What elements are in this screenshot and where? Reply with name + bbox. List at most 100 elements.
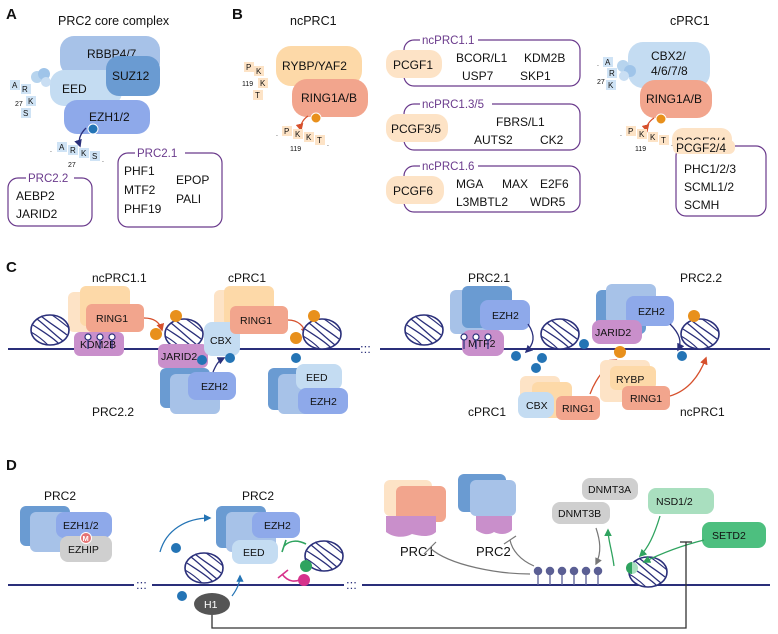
prc22-title: PRC2.2 — [28, 173, 68, 185]
svg-text:EZH1/2: EZH1/2 — [63, 520, 99, 532]
c-nucleosome-1 — [30, 314, 70, 346]
d-pink-mark — [298, 574, 310, 586]
cbx-label-line2: 4/6/7/8 — [651, 64, 688, 78]
svg-text:K: K — [295, 130, 301, 139]
svg-text:EED: EED — [306, 372, 328, 384]
prc21-mtf2: MTF2 — [124, 183, 156, 197]
svg-text:T: T — [317, 136, 322, 145]
c-nucleosome-4 — [404, 314, 444, 346]
prc21-phf19: PHF19 — [124, 202, 162, 216]
c-me-mark-8 — [531, 363, 541, 373]
svg-text:CBX: CBX — [526, 400, 548, 412]
ncprc135-title: ncPRC1.3/5 — [422, 99, 484, 111]
c-me-mark-2 — [225, 353, 235, 363]
svg-text:JARID2: JARID2 — [595, 327, 631, 339]
prc21-epop: EPOP — [176, 173, 209, 187]
svg-text:P: P — [628, 127, 633, 136]
pcgf35-label: PCGF3/5 — [391, 122, 441, 136]
svg-text:A: A — [605, 58, 611, 67]
d-me-mark-2 — [177, 591, 187, 601]
d-prc2-left-label: PRC2 — [44, 489, 76, 503]
cprc1-title: cPRC1 — [670, 14, 710, 28]
c-unmethylated-cpg-left — [84, 333, 116, 349]
svg-text:K: K — [256, 67, 262, 76]
panel-b: B ncPRC1 cPRC1 RYBP/YAF2 RING1A/B P K K … — [232, 6, 767, 217]
c-me-mark-3 — [291, 353, 301, 363]
svg-text:PCGF2/4: PCGF2/4 — [676, 141, 726, 155]
panel-c-label: C — [6, 259, 17, 276]
cbx-pocket-3 — [619, 71, 629, 81]
rybp-label: RYBP/YAF2 — [282, 59, 347, 73]
svg-text:.: . — [620, 131, 622, 138]
c-ub-arrow-1 — [143, 317, 165, 332]
phc-label: PHC1/2/3 — [684, 162, 736, 176]
svg-text:CBX: CBX — [210, 335, 232, 347]
h3k27me-mark — [87, 123, 99, 135]
d-h3k36-mark — [626, 562, 632, 574]
svg-text:K: K — [608, 81, 614, 90]
d-block-prc2 — [509, 539, 535, 567]
c-unmethylated-cpg-right — [460, 333, 492, 349]
suz12-label: SUZ12 — [112, 69, 150, 83]
ring1-left-label: RING1A/B — [301, 91, 357, 105]
c-nucleosome-6 — [680, 318, 720, 350]
d-prc2-label: PRC2 — [476, 544, 511, 559]
d-green-inhibit-arc — [283, 540, 307, 547]
svg-text:EZH2: EZH2 — [492, 310, 519, 322]
e2f6-label: E2F6 — [540, 177, 569, 191]
c-me-mark-7 — [677, 351, 687, 361]
d-setd2 — [702, 522, 766, 548]
h3-tail-right: . A R K 27 — [597, 57, 617, 90]
max-label: MAX — [502, 177, 528, 191]
prc21-title: PRC2.1 — [137, 148, 177, 160]
pcgf6-label: PCGF6 — [393, 184, 433, 198]
bcor-label: BCOR/L1 — [456, 51, 508, 65]
prc22-item-1: JARID2 — [16, 207, 58, 221]
d-nucleosome-1 — [184, 552, 224, 584]
c-me-mark-6 — [537, 353, 547, 363]
kdm2b-label: KDM2B — [524, 51, 565, 65]
svg-text:JARID2: JARID2 — [161, 351, 197, 363]
wdr5-label: WDR5 — [530, 195, 566, 209]
h2ak119ub-mark-right — [655, 113, 667, 125]
svg-text:T: T — [255, 91, 260, 100]
c-me-mark-4 — [511, 351, 521, 361]
d-allosteric-arrow — [159, 514, 212, 553]
prc21-pali: PALI — [176, 192, 201, 206]
d-prc1-reader — [386, 516, 436, 537]
c-nucleosome-5 — [540, 318, 580, 350]
eed-subunit — [50, 70, 122, 106]
eed-pocket-2 — [38, 68, 50, 80]
d-dnmt3a — [582, 478, 638, 500]
svg-text:A: A — [59, 143, 65, 152]
svg-text:DNMT3B: DNMT3B — [558, 508, 601, 520]
svg-text:P: P — [246, 63, 251, 72]
h3-tail-bottom: . A R K S . 27 — [50, 142, 104, 169]
svg-text:M: M — [83, 534, 89, 543]
svg-text:K: K — [260, 79, 266, 88]
c-jarid2-left — [158, 344, 208, 368]
panel-d: D ::: ::: PRC2 EZH1/2 EZHIP M PRC2 EZH2 … — [6, 457, 770, 629]
prc21-phf1: PHF1 — [124, 164, 155, 178]
ubiquitination-arrow-left — [295, 115, 309, 132]
panel-d-label: D — [6, 457, 17, 474]
svg-text:A: A — [12, 81, 18, 90]
eed-pocket-3 — [41, 77, 51, 87]
svg-text:.: . — [276, 131, 278, 138]
svg-text:MTF2: MTF2 — [468, 338, 496, 350]
c-jarid2-right — [592, 320, 642, 344]
h2a-tail-left-top: P K K T 119 — [242, 62, 268, 100]
c-cprc1-label-bottom: cPRC1 — [468, 405, 506, 419]
d-dnmt3b — [552, 502, 610, 524]
c-ezh2-left — [188, 372, 236, 400]
svg-text:T: T — [661, 136, 666, 145]
panel-a: A PRC2 core complex RBBP4/7 EED SUZ12 EZ… — [6, 6, 223, 228]
svg-text:SETD2: SETD2 — [712, 530, 746, 542]
c-ring1-mid — [230, 306, 288, 334]
d-ezh2-mid — [252, 512, 300, 538]
pcgf6-subunit — [386, 176, 444, 204]
svg-text:EED: EED — [243, 547, 265, 559]
svg-text:RING1: RING1 — [630, 393, 662, 405]
d-nsd12 — [648, 488, 714, 514]
c-ub-mark-1 — [150, 328, 162, 340]
